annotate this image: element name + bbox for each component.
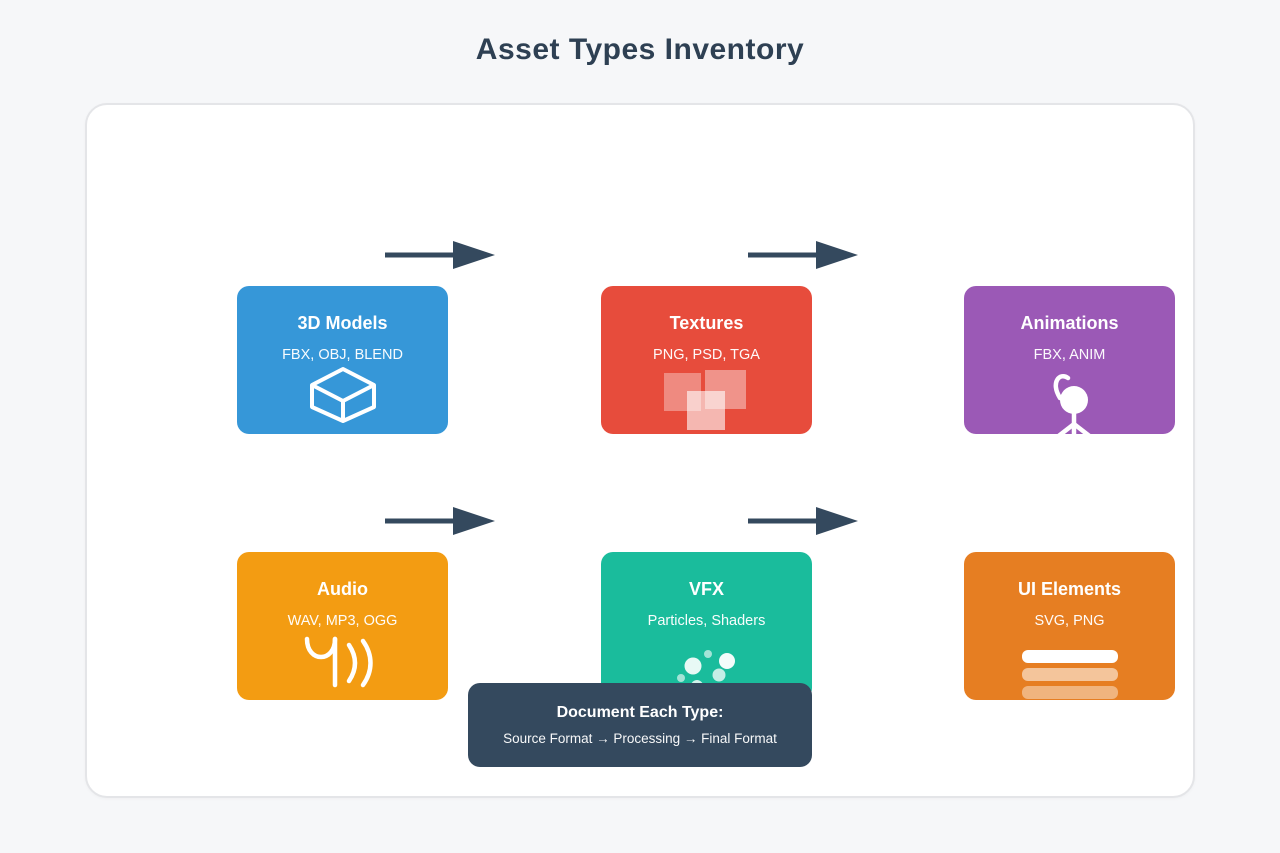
flow-arrow — [385, 507, 495, 535]
note-subtitle: Source Format → Processing → Final Forma… — [503, 731, 777, 746]
layers-icon — [663, 370, 750, 432]
card-audio: Audio WAV, MP3, OGG — [237, 552, 448, 700]
card-ui-elements: UI Elements SVG, PNG — [964, 552, 1175, 700]
card-title: Animations — [1020, 313, 1119, 333]
stick-figure-icon — [1038, 372, 1102, 434]
card-formats: SVG, PNG — [1034, 613, 1105, 629]
card-formats: PNG, PSD, TGA — [653, 347, 760, 363]
card-vfx: VFX Particles, Shaders — [601, 552, 812, 700]
card-formats: FBX, ANIM — [1033, 347, 1106, 363]
card-title: UI Elements — [1017, 579, 1122, 599]
flow-arrow — [748, 241, 858, 269]
ui-bars-icon — [1021, 650, 1118, 700]
card-title: Textures — [669, 313, 744, 333]
card-formats: Particles, Shaders — [647, 613, 766, 629]
card-title: VFX — [688, 579, 724, 599]
note-title: Document Each Type: — [556, 704, 724, 721]
card-formats: WAV, MP3, OGG — [287, 613, 398, 629]
card-3d-models: 3D Models FBX, OBJ, BLEND — [237, 286, 448, 434]
flow-arrow — [385, 241, 495, 269]
speaker-waves-icon — [301, 635, 385, 691]
page-title: Asset Types Inventory — [475, 33, 805, 66]
card-animations: Animations FBX, ANIM — [964, 286, 1175, 434]
flow-arrow — [748, 507, 858, 535]
diagram-panel: 3D Models FBX, OBJ, BLEND Textures PNG, … — [85, 103, 1195, 798]
particles-icon — [675, 646, 739, 694]
note-box: Document Each Type: Source Format → Proc… — [468, 683, 812, 767]
card-formats: FBX, OBJ, BLEND — [282, 347, 403, 363]
card-title: 3D Models — [297, 313, 388, 333]
card-title: Audio — [317, 579, 368, 599]
cube-icon — [308, 366, 378, 424]
card-textures: Textures PNG, PSD, TGA — [601, 286, 812, 434]
